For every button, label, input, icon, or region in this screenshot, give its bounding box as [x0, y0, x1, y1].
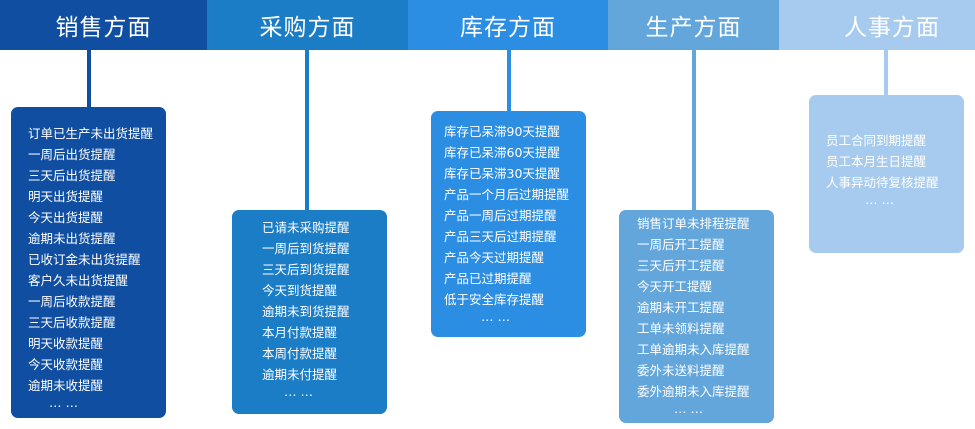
list-item: 逾期未到货提醒	[262, 304, 350, 319]
list-item: 明天收款提醒	[28, 336, 104, 351]
list-item: 一周后到货提醒	[262, 241, 350, 256]
list-item: 今天开工提醒	[637, 279, 713, 294]
list-item: 库存已呆滞90天提醒	[444, 124, 560, 139]
connector-purchasing	[305, 50, 309, 210]
list-item: 今天出货提醒	[28, 210, 104, 225]
box-hr: 员工合同到期提醒 员工本月生日提醒 人事异动待复核提醒 … …	[809, 95, 964, 253]
list-purchasing: 已请未采购提醒 一周后到货提醒 三天后到货提醒 今天到货提醒 逾期未到货提醒 本…	[262, 217, 387, 399]
list-item: 销售订单未排程提醒	[637, 216, 750, 231]
header-inventory-title: 库存方面	[460, 15, 556, 41]
list-item: 工单逾期未入库提醒	[637, 342, 750, 357]
list-item: 订单已生产未出货提醒	[28, 126, 154, 141]
list-item: 逾期未收提醒	[28, 378, 104, 393]
more-ellipsis: … …	[284, 384, 313, 399]
list-item: 今天到货提醒	[262, 283, 338, 298]
list-item: 工单未领料提醒	[637, 321, 725, 336]
connector-sales	[87, 50, 91, 108]
list-item: 人事异动待复核提醒	[826, 175, 939, 190]
list-item: 一周后开工提醒	[637, 237, 725, 252]
list-item: 已收订金未出货提醒	[28, 252, 141, 267]
list-item: 本周付款提醒	[262, 346, 338, 361]
more-ellipsis: … …	[49, 395, 78, 410]
list-item: 产品一个月后过期提醒	[444, 187, 570, 202]
list-item: 员工合同到期提醒	[826, 133, 927, 148]
connector-hr	[884, 50, 888, 95]
list-item: 一周后出货提醒	[28, 147, 116, 162]
header-purchasing: 采购方面	[207, 0, 408, 50]
list-sales: 订单已生产未出货提醒 一周后出货提醒 三天后出货提醒 明天出货提醒 今天出货提醒…	[28, 123, 166, 410]
list-item: 委外逾期未入库提醒	[637, 384, 750, 399]
header-sales-title: 销售方面	[55, 15, 152, 41]
list-item: 逾期未付提醒	[262, 367, 338, 382]
box-sales: 订单已生产未出货提醒 一周后出货提醒 三天后出货提醒 明天出货提醒 今天出货提醒…	[11, 107, 166, 418]
header-purchasing-title: 采购方面	[259, 15, 356, 41]
list-item: 今天收款提醒	[28, 357, 104, 372]
list-item: 产品已过期提醒	[444, 271, 532, 286]
header-sales: 销售方面	[0, 0, 207, 50]
list-item: 已请未采购提醒	[262, 220, 350, 235]
list-item: 产品三天后过期提醒	[444, 229, 557, 244]
list-item: 逾期未出货提醒	[28, 231, 116, 246]
connector-production	[692, 50, 696, 210]
list-item: 一周后收款提醒	[28, 294, 116, 309]
list-item: 逾期未开工提醒	[637, 300, 725, 315]
list-item: 本月付款提醒	[262, 325, 338, 340]
header-inventory: 库存方面	[408, 0, 608, 50]
list-item: 三天后到货提醒	[262, 262, 350, 277]
list-item: 三天后开工提醒	[637, 258, 725, 273]
list-item: 委外未送料提醒	[637, 363, 725, 378]
box-inventory: 库存已呆滞90天提醒 库存已呆滞60天提醒 库存已呆滞30天提醒 产品一个月后过…	[431, 111, 586, 337]
more-ellipsis: … …	[865, 192, 894, 207]
list-item: 库存已呆滞30天提醒	[444, 166, 560, 181]
list-item: 产品今天过期提醒	[444, 250, 545, 265]
box-production: 销售订单未排程提醒 一周后开工提醒 三天后开工提醒 今天开工提醒 逾期未开工提醒…	[619, 210, 774, 423]
list-item: 低于安全库存提醒	[444, 292, 545, 307]
list-item: 客户久未出货提醒	[28, 273, 129, 288]
connector-inventory	[507, 50, 511, 112]
list-hr: 员工合同到期提醒 员工本月生日提醒 人事异动待复核提醒 … …	[826, 130, 964, 207]
list-item: 库存已呆滞60天提醒	[444, 145, 560, 160]
list-item: 明天出货提醒	[28, 189, 104, 204]
header-hr-title: 人事方面	[844, 15, 940, 41]
box-purchasing: 已请未采购提醒 一周后到货提醒 三天后到货提醒 今天到货提醒 逾期未到货提醒 本…	[232, 210, 387, 414]
list-production: 销售订单未排程提醒 一周后开工提醒 三天后开工提醒 今天开工提醒 逾期未开工提醒…	[637, 213, 774, 416]
list-item: 员工本月生日提醒	[826, 154, 927, 169]
list-item: 三天后收款提醒	[28, 315, 116, 330]
header-hr: 人事方面	[779, 0, 975, 50]
list-item: 三天后出货提醒	[28, 168, 116, 183]
list-inventory: 库存已呆滞90天提醒 库存已呆滞60天提醒 库存已呆滞30天提醒 产品一个月后过…	[444, 121, 586, 324]
header-production-title: 生产方面	[645, 15, 742, 41]
more-ellipsis: … …	[481, 309, 510, 324]
more-ellipsis: … …	[674, 401, 703, 416]
list-item: 产品一周后过期提醒	[444, 208, 557, 223]
header-production: 生产方面	[608, 0, 779, 50]
